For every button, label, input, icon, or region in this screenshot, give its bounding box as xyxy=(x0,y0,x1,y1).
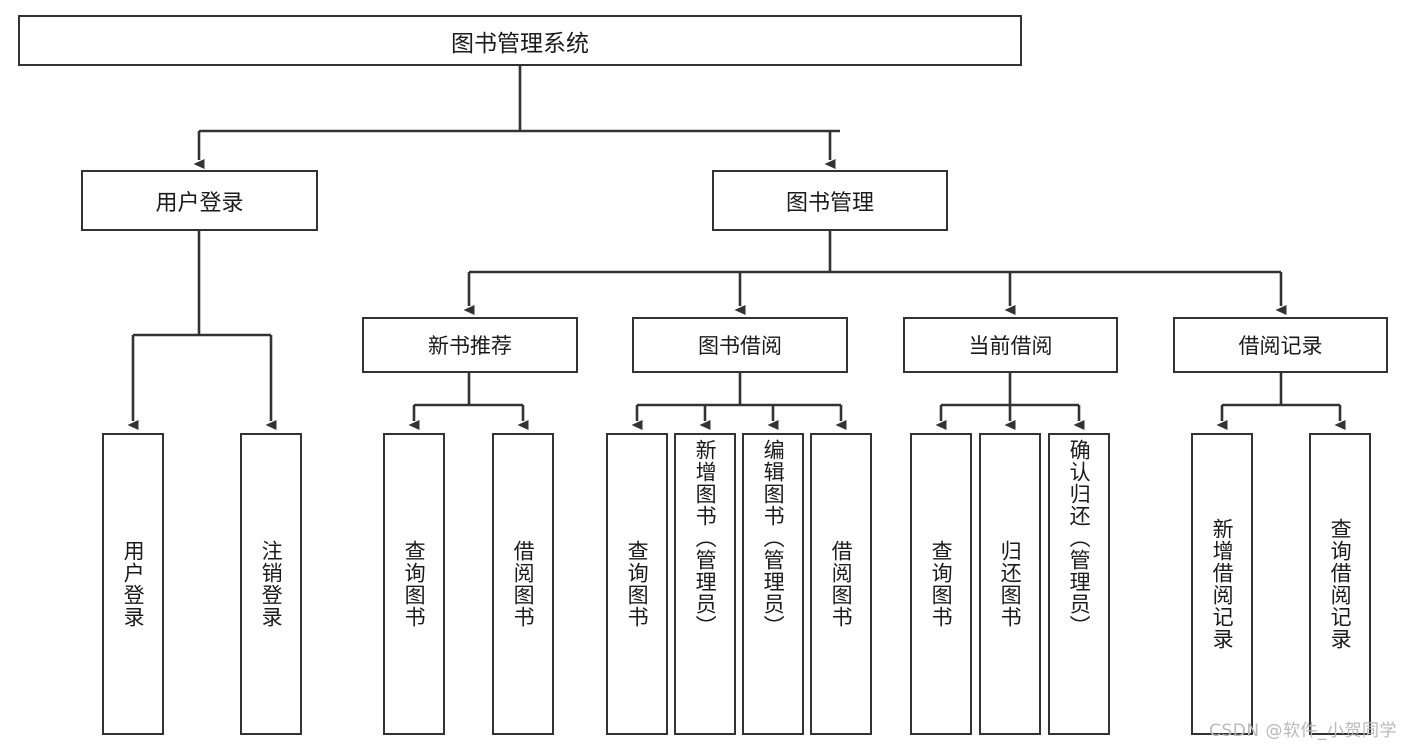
leaf-confirm-return-admin-label: 确认归还（管理员） xyxy=(1067,439,1092,637)
leaf-add-borrow-record-label: 新增借阅记录 xyxy=(1210,518,1235,650)
node-borrow-record-label: 借阅记录 xyxy=(1238,334,1323,358)
leaf-edit-book-admin[interactable]: 编辑图书（管理员） xyxy=(742,433,804,735)
leaf-confirm-return-admin[interactable]: 确认归还（管理员） xyxy=(1048,433,1110,735)
node-current-borrow-label: 当前借阅 xyxy=(968,334,1053,358)
leaf-query-book-recommend[interactable]: 查询图书 xyxy=(383,433,445,735)
leaf-user-login[interactable]: 用户登录 xyxy=(102,433,164,735)
node-book-management-label: 图书管理 xyxy=(785,190,874,216)
leaf-query-book-recommend-label: 查询图书 xyxy=(402,540,427,628)
leaf-query-borrow-record[interactable]: 查询借阅记录 xyxy=(1309,433,1371,735)
leaf-query-book-borrow[interactable]: 查询图书 xyxy=(606,433,668,735)
node-new-book-recommend-label: 新书推荐 xyxy=(428,334,512,358)
node-root[interactable]: 图书管理系统 xyxy=(18,15,1022,66)
leaf-return-book[interactable]: 归还图书 xyxy=(979,433,1041,735)
leaf-user-login-label: 用户登录 xyxy=(121,540,146,628)
leaf-query-book-current-label: 查询图书 xyxy=(929,540,954,628)
node-user-login-label: 用户登录 xyxy=(155,190,244,216)
leaf-user-logout[interactable]: 注销登录 xyxy=(240,433,302,735)
node-root-label: 图书管理系统 xyxy=(451,30,589,57)
node-user-login[interactable]: 用户登录 xyxy=(81,170,318,231)
node-book-borrow[interactable]: 图书借阅 xyxy=(632,317,848,373)
node-current-borrow[interactable]: 当前借阅 xyxy=(903,317,1118,373)
leaf-borrow-book[interactable]: 借阅图书 xyxy=(810,433,872,735)
leaf-query-borrow-record-label: 查询借阅记录 xyxy=(1328,518,1353,650)
leaf-return-book-label: 归还图书 xyxy=(998,540,1023,628)
leaf-query-book-current[interactable]: 查询图书 xyxy=(910,433,972,735)
node-new-book-recommend[interactable]: 新书推荐 xyxy=(362,317,578,373)
leaf-borrow-book-recommend-label: 借阅图书 xyxy=(511,540,536,628)
node-book-management[interactable]: 图书管理 xyxy=(712,170,948,231)
leaf-add-borrow-record[interactable]: 新增借阅记录 xyxy=(1191,433,1253,735)
leaf-query-book-borrow-label: 查询图书 xyxy=(625,540,650,628)
leaf-add-book-admin-label: 新增图书（管理员） xyxy=(693,439,718,637)
leaf-user-logout-label: 注销登录 xyxy=(259,540,284,628)
node-book-borrow-label: 图书借阅 xyxy=(698,334,782,358)
leaf-edit-book-admin-label: 编辑图书（管理员） xyxy=(761,439,786,637)
leaf-borrow-book-recommend[interactable]: 借阅图书 xyxy=(492,433,554,735)
node-borrow-record[interactable]: 借阅记录 xyxy=(1173,317,1388,373)
leaf-borrow-book-label: 借阅图书 xyxy=(829,540,854,628)
watermark: CSDN @软件_小贺同学 xyxy=(1209,721,1397,741)
leaf-add-book-admin[interactable]: 新增图书（管理员） xyxy=(674,433,736,735)
